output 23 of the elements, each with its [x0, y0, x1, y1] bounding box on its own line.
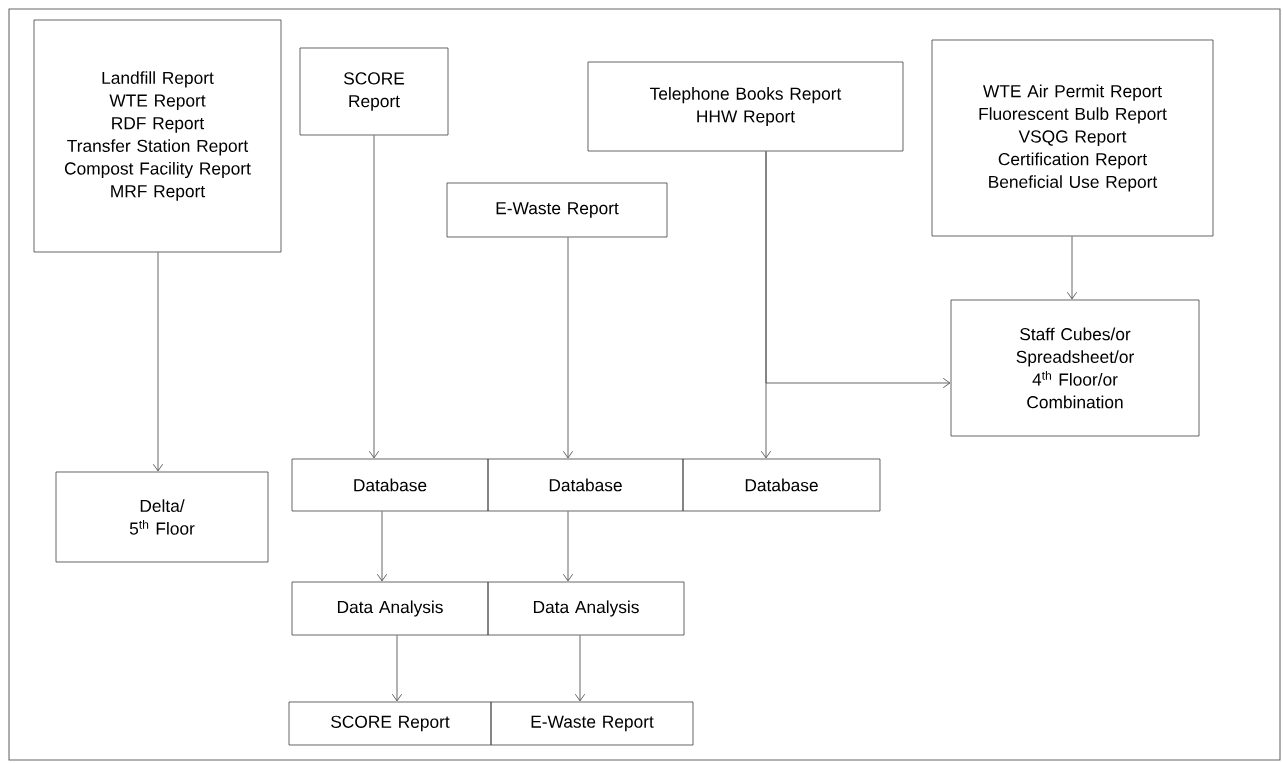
arrow — [152, 252, 164, 472]
report-list-box: WTE Air Permit Report Fluorescent Bulb Report VSQG Report Certification Report Beneficial Use Report — [931, 39, 1214, 237]
arrow — [562, 511, 574, 582]
storage-box: Delta/ 5$^{th}$ Floor — [55, 471, 269, 563]
arrow — [391, 635, 403, 702]
report-box: SCORE Report — [299, 47, 449, 136]
report-box: E-Waste Report — [446, 182, 668, 238]
database-box: Database — [291, 458, 489, 512]
arrow — [765, 151, 951, 389]
arrow — [562, 237, 574, 459]
database-box: Database — [487, 458, 684, 512]
analysis-box: Data Analysis — [487, 581, 685, 636]
analysis-box: Data Analysis — [291, 581, 489, 636]
report-list-box: Landfill Report WTE Report RDF Report Transfer Station Report Compost Facility Report MRF Report — [33, 19, 282, 253]
report-box: SCORE Report — [288, 701, 492, 746]
arrow — [376, 511, 388, 582]
arrow — [574, 635, 586, 702]
arrow — [1066, 236, 1078, 300]
database-box: Database — [682, 458, 881, 512]
storage-box: Staff Cubes/or Spreadsheet/or 4$^{th}$ Floor/or Combination — [950, 299, 1200, 437]
report-box: E-Waste Report — [490, 701, 694, 746]
arrow — [368, 135, 380, 459]
report-list-box: Telephone Books Report HHW Report — [587, 61, 904, 152]
